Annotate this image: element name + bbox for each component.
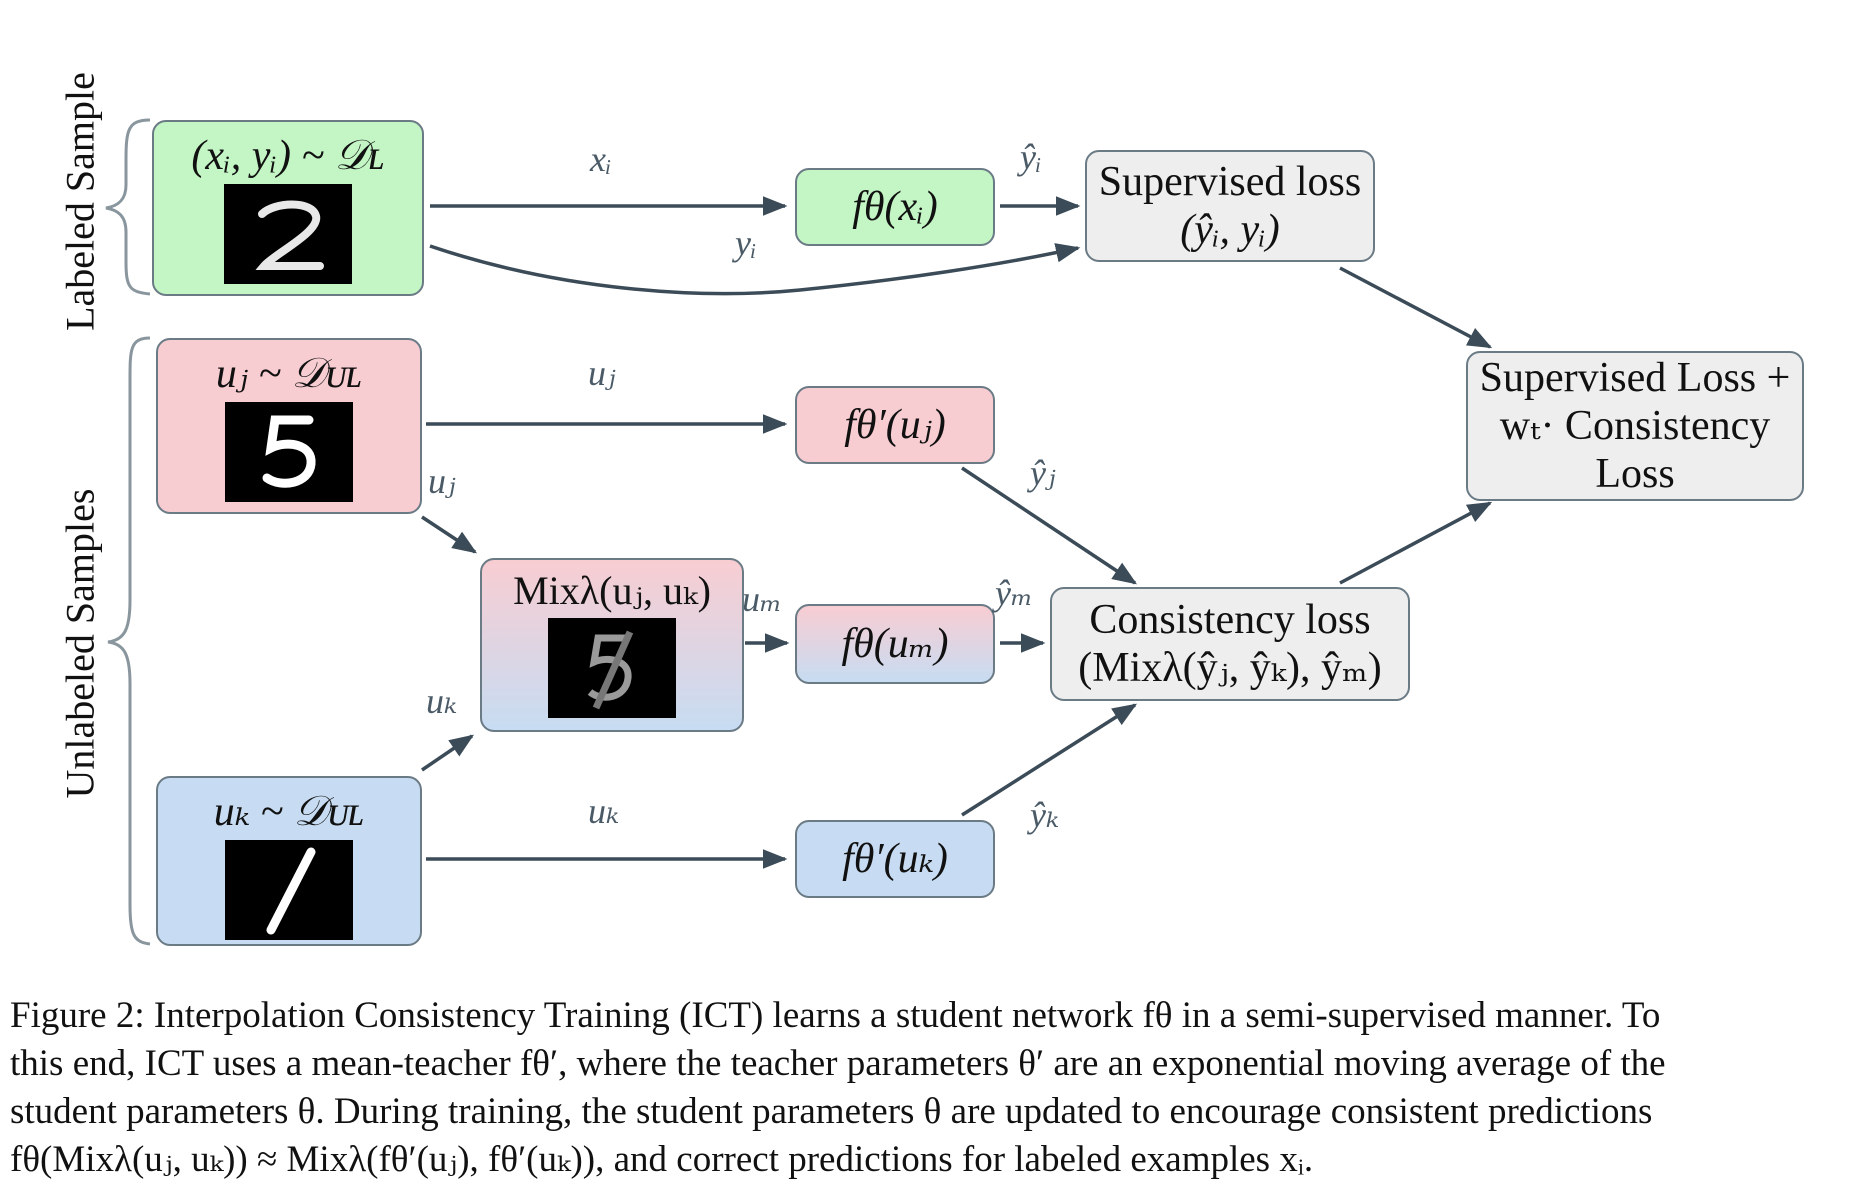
student-m-label: fθ(uₘ)	[841, 620, 949, 667]
figure-caption: Figure 2: Interpolation Consistency Trai…	[10, 992, 1870, 1184]
consistency-loss-args: (Mixλ(ŷⱼ, ŷₖ), ŷₘ)	[1078, 645, 1382, 691]
caption-line-2: this end, ICT uses a mean-teacher fθ′, w…	[10, 1043, 1666, 1084]
teacher-j-box: fθ′(uⱼ)	[795, 386, 995, 464]
caption-line-3: student parameters θ. During training, t…	[10, 1091, 1653, 1132]
student-x-label: fθ(xᵢ)	[852, 183, 938, 230]
unlabeled-j-label: uⱼ ~ 𝒟ᴜʟ	[215, 351, 363, 397]
edge-label-um: uₘ	[742, 579, 783, 619]
edge-label-uk-bottom: uₖ	[588, 791, 620, 831]
caption-line-4: fθ(Mixλ(uⱼ, uₖ)) ≈ Mixλ(fθ′(uⱼ), fθ′(uₖ)…	[10, 1139, 1314, 1180]
arrow-uk-mix	[421, 734, 475, 772]
digit-one-icon	[266, 847, 316, 935]
edge-label-yhat-i: ŷᵢ	[1020, 137, 1042, 177]
edge-label-uk-mix: uₖ	[426, 681, 458, 721]
student-m-box: fθ(uₘ)	[795, 604, 995, 684]
unlabeled-j-box: uⱼ ~ 𝒟ᴜʟ	[156, 338, 422, 514]
unlabeled-k-box: uₖ ~ 𝒟ᴜʟ	[156, 776, 422, 946]
teacher-k-label: fθ′(uₖ)	[842, 835, 948, 882]
edge-label-uj-mix: uⱼ	[428, 461, 456, 501]
supervised-loss-box: Supervised loss (ŷᵢ, yᵢ)	[1085, 150, 1375, 262]
labeled-input-label: (xᵢ, yᵢ) ~ 𝒟ʟ	[191, 133, 385, 179]
total-loss-line3: Loss	[1595, 451, 1675, 498]
labeled-input-box: (xᵢ, yᵢ) ~ 𝒟ʟ	[152, 120, 424, 296]
edge-label-yhat-j: ŷⱼ	[1030, 453, 1056, 493]
unlabeled-samples-label: Unlabeled Samples	[57, 488, 103, 799]
edge-label-yhat-k: ŷₖ	[1030, 795, 1060, 835]
mix-label: Mixλ(uⱼ, uₖ)	[513, 568, 711, 613]
arrow-yhat-k	[961, 703, 1138, 817]
consistency-loss-box: Consistency loss (Mixλ(ŷⱼ, ŷₖ), ŷₘ)	[1050, 587, 1410, 701]
labeled-brace	[105, 118, 151, 296]
labeled-sample-label: Labeled Sample	[57, 72, 103, 331]
consistency-loss-title: Consistency loss	[1089, 596, 1371, 643]
arrow-yi	[429, 243, 1081, 296]
edge-label-yhat-m: ŷₘ	[995, 573, 1034, 613]
caption-line-1: Figure 2: Interpolation Consistency Trai…	[10, 995, 1661, 1036]
arrow-uj-mix	[421, 515, 478, 554]
unlabeled-k-label: uₖ ~ 𝒟ᴜʟ	[213, 789, 365, 835]
unlabeled-brace	[107, 336, 151, 946]
digit-mixed-icon	[587, 630, 634, 710]
edge-label-uj-top: uⱼ	[588, 353, 616, 393]
digit-image-mix	[548, 618, 676, 718]
digit-image-j	[225, 402, 353, 503]
arrow-yhat-j	[961, 466, 1138, 585]
supervised-loss-args: (ŷᵢ, yᵢ)	[1180, 207, 1280, 253]
supervised-loss-title: Supervised loss	[1098, 158, 1362, 205]
total-loss-line1: Supervised Loss +	[1479, 354, 1791, 401]
student-x-box: fθ(xᵢ)	[795, 168, 995, 246]
digit-image-k	[225, 840, 353, 941]
teacher-j-label: fθ′(uⱼ)	[844, 401, 946, 448]
mix-box: Mixλ(uⱼ, uₖ)	[480, 558, 744, 732]
teacher-k-box: fθ′(uₖ)	[795, 820, 995, 898]
digit-image-labeled	[224, 184, 352, 285]
digit-two-icon	[255, 200, 324, 271]
arrow-cons-to-total	[1339, 501, 1493, 585]
edge-label-xi: xᵢ	[590, 139, 612, 179]
total-loss-box: Supervised Loss + wₜ· Consistency Loss	[1466, 351, 1804, 501]
digit-five-icon	[262, 415, 316, 489]
edge-label-yi: yᵢ	[735, 223, 757, 263]
total-loss-line2: wₜ· Consistency	[1499, 402, 1771, 449]
arrow-sup-to-total	[1339, 266, 1493, 349]
